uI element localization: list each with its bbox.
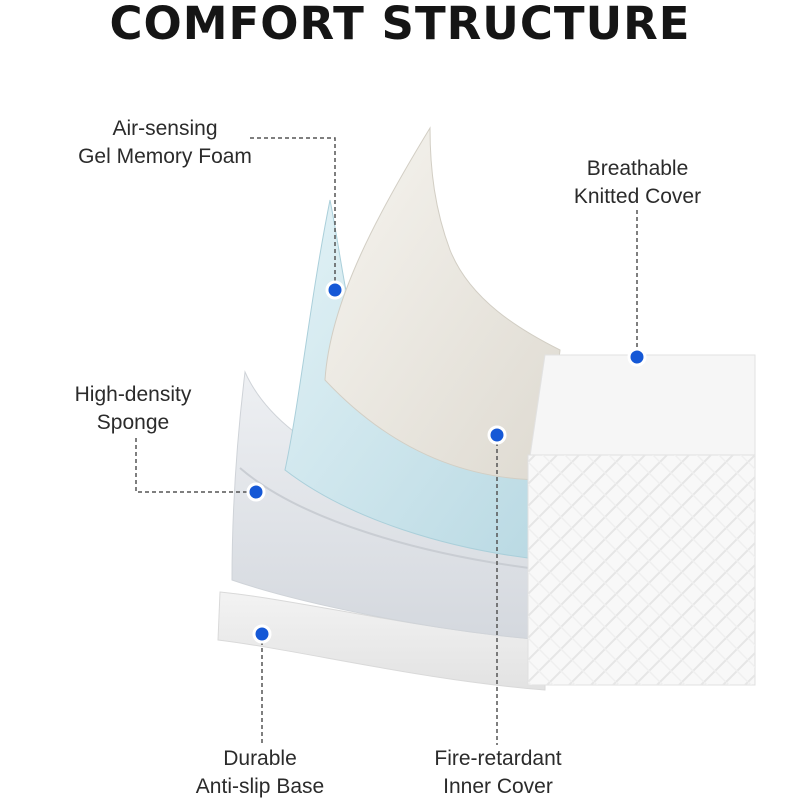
label-knitted-cover: Breathable Knitted Cover — [555, 155, 720, 211]
label-line: Air-sensing — [112, 117, 218, 140]
label-anti-slip-base: Durable Anti-slip Base — [180, 745, 340, 801]
marker-base — [252, 624, 272, 644]
leader-sponge — [135, 438, 256, 493]
label-gel-memory-foam: Air-sensing Gel Memory Foam — [60, 115, 270, 171]
inner-cover-fold — [324, 126, 561, 481]
label-line: Anti-slip Base — [195, 775, 325, 798]
base-layer — [217, 591, 546, 691]
label-line: High-density — [74, 383, 192, 406]
label-fire-retardant-cover: Fire-retardant Inner Cover — [418, 745, 578, 801]
knitted-block-top — [527, 354, 756, 471]
label-line: Breathable — [586, 157, 689, 180]
label-line: Sponge — [96, 411, 170, 434]
marker-inner-cover — [487, 425, 507, 445]
label-line: Inner Cover — [443, 775, 553, 798]
label-line: Gel Memory Foam — [78, 145, 252, 168]
label-line: Fire-retardant — [434, 747, 562, 770]
knitted-block-texture — [528, 455, 755, 685]
marker-sponge — [246, 482, 266, 502]
label-high-density-sponge: High-density Sponge — [58, 381, 208, 437]
marker-gel-foam — [325, 280, 345, 300]
page-title: COMFORT STRUCTURE — [109, 0, 691, 50]
label-line: Knitted Cover — [573, 185, 702, 208]
label-line: Durable — [223, 747, 297, 770]
leader-gel — [250, 137, 336, 290]
marker-knitted-cover — [627, 347, 647, 367]
sponge-top-edge — [239, 467, 546, 571]
